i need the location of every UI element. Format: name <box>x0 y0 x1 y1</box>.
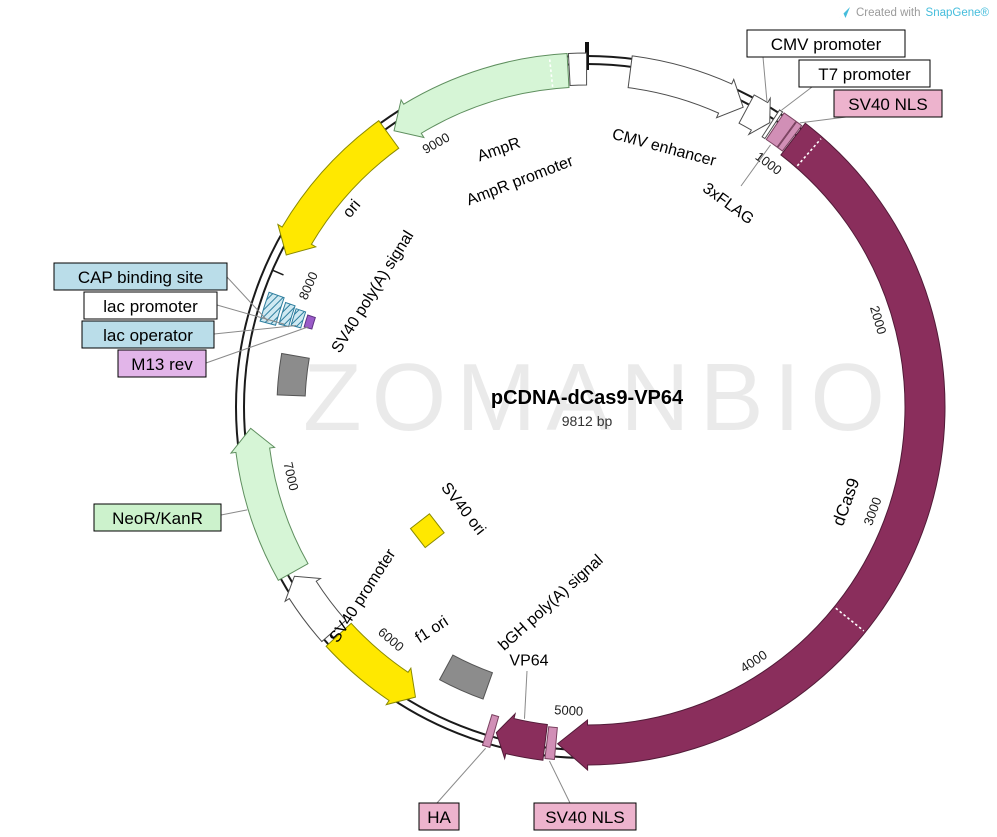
callout-label-sv40-nls-bottom: SV40 NLS <box>545 808 624 827</box>
feature-sv40-poly-a-signal <box>276 352 310 397</box>
callout-line-cmv-promoter <box>762 56 768 102</box>
callout-box-sv40-nls-top <box>833 89 943 118</box>
callout-label-m13-rev: M13 rev <box>131 355 193 374</box>
callout-label-cmv-promoter: CMV promoter <box>771 35 882 54</box>
feature-m13-rev <box>303 314 316 330</box>
junction-dash-3 <box>548 56 554 87</box>
callout-line-ha <box>436 747 486 804</box>
leader-line-3xflag <box>740 144 771 187</box>
feature-t7-promoter <box>761 109 784 140</box>
callout-label-t7-promoter: T7 promoter <box>818 65 911 84</box>
callout-line-m13-rev <box>205 326 309 364</box>
callout-box-neor-kanr <box>93 503 222 532</box>
feature-label-f1-ori: f1 ori <box>412 613 451 647</box>
junction-dash-1 <box>796 138 822 167</box>
feature-f1-ori <box>325 622 417 706</box>
tick-label-2000: 2000 <box>867 304 890 336</box>
feature-label-dcas9: dCas9 <box>829 476 864 529</box>
tick-label-3000: 3000 <box>861 495 885 527</box>
feature-sv40-ori <box>409 513 445 549</box>
feature-label-3xflag: 3xFLAG <box>699 180 756 228</box>
watermark-text: ZOMANBIO <box>302 344 896 451</box>
feature-cmv-enhancer <box>627 55 744 119</box>
callout-label-lac-operator: lac operator <box>103 326 193 345</box>
callout-label-neor-kanr: NeoR/KanR <box>112 509 203 528</box>
feature-label-bgh-poly-a-signal: bGH poly(A) signal <box>495 552 606 654</box>
feature-sv40-nls-c <box>544 726 558 761</box>
callout-box-cmv-promoter <box>746 29 906 58</box>
feature-ori <box>277 120 400 256</box>
feature-lac-operator <box>290 308 307 329</box>
callout-line-lac-promoter <box>216 304 285 325</box>
feature-cap-binding-site <box>259 291 285 326</box>
callout-label-lac-promoter: lac promoter <box>103 297 198 316</box>
feature-ha <box>481 714 500 749</box>
feature-sv40-nls-n <box>777 121 803 152</box>
callout-box-lac-operator <box>81 320 215 349</box>
callout-label-sv40-nls-top: SV40 NLS <box>848 95 927 114</box>
feature-lac-promoter <box>278 301 296 328</box>
callout-box-ha <box>418 802 460 831</box>
callout-box-cap-binding-site <box>53 262 228 291</box>
feature-label-cmv-enhancer: CMV enhancer <box>610 126 718 170</box>
callout-box-lac-promoter <box>83 291 218 320</box>
plasmid-title: pCDNA-dCas9-VP64 9812 bp <box>491 387 683 429</box>
feature-neor-kanr <box>229 427 309 582</box>
feature-label-ampr: AmpR <box>475 135 523 166</box>
tick-8000 <box>272 269 284 276</box>
feature-ampr-promoter <box>567 52 588 86</box>
feature-dcas9 <box>556 122 946 772</box>
callout-box-sv40-nls-bottom <box>533 802 637 831</box>
feature-label-vp64: VP64 <box>509 653 548 670</box>
callout-label-ha: HA <box>427 808 451 827</box>
attribution-prefix: Created with <box>855 6 921 19</box>
feature-cmv-promoter <box>738 94 771 136</box>
callout-line-lac-operator <box>213 324 297 335</box>
callout-line-cap-binding-site <box>226 276 269 322</box>
tick-label-5000: 5000 <box>554 702 584 719</box>
feature-3xflag <box>765 112 797 148</box>
callout-line-t7-promoter <box>781 86 813 111</box>
callout-line-sv40-nls-bottom <box>549 760 571 804</box>
callout-line-sv40-nls-top <box>799 116 847 124</box>
feature-vp64 <box>495 712 548 761</box>
tick-label-8000: 8000 <box>296 269 321 302</box>
feature-label-sv40-ori: SV40 ori <box>437 480 488 539</box>
feature-sv40-promoter <box>284 575 347 643</box>
callout-line-neor-kanr <box>220 509 248 516</box>
callout-box-t7-promoter <box>798 59 931 88</box>
tick-label-7000: 7000 <box>280 460 301 492</box>
leader-line-vp64 <box>523 670 528 719</box>
snapgene-logo-icon <box>838 7 850 18</box>
feature-label-sv40-poly-a-signal: SV40 poly(A) signal <box>329 228 418 356</box>
feature-ampr <box>393 53 570 139</box>
feature-bgh-poly-a-signal <box>438 654 494 700</box>
callout-box-m13-rev <box>117 349 207 378</box>
feature-label-ori: ori <box>340 197 364 222</box>
tick-label-9000: 9000 <box>420 130 453 157</box>
attribution-brand: SnapGene® <box>925 6 989 19</box>
junction-dash-2 <box>835 607 865 632</box>
callout-label-cap-binding-site: CAP binding site <box>78 268 203 287</box>
plasmid-name: pCDNA-dCas9-VP64 <box>490 387 684 409</box>
plasmid-size: 9812 bp <box>561 413 613 429</box>
tick-label-6000: 6000 <box>375 624 407 654</box>
attribution: Created with SnapGene® <box>838 6 989 19</box>
